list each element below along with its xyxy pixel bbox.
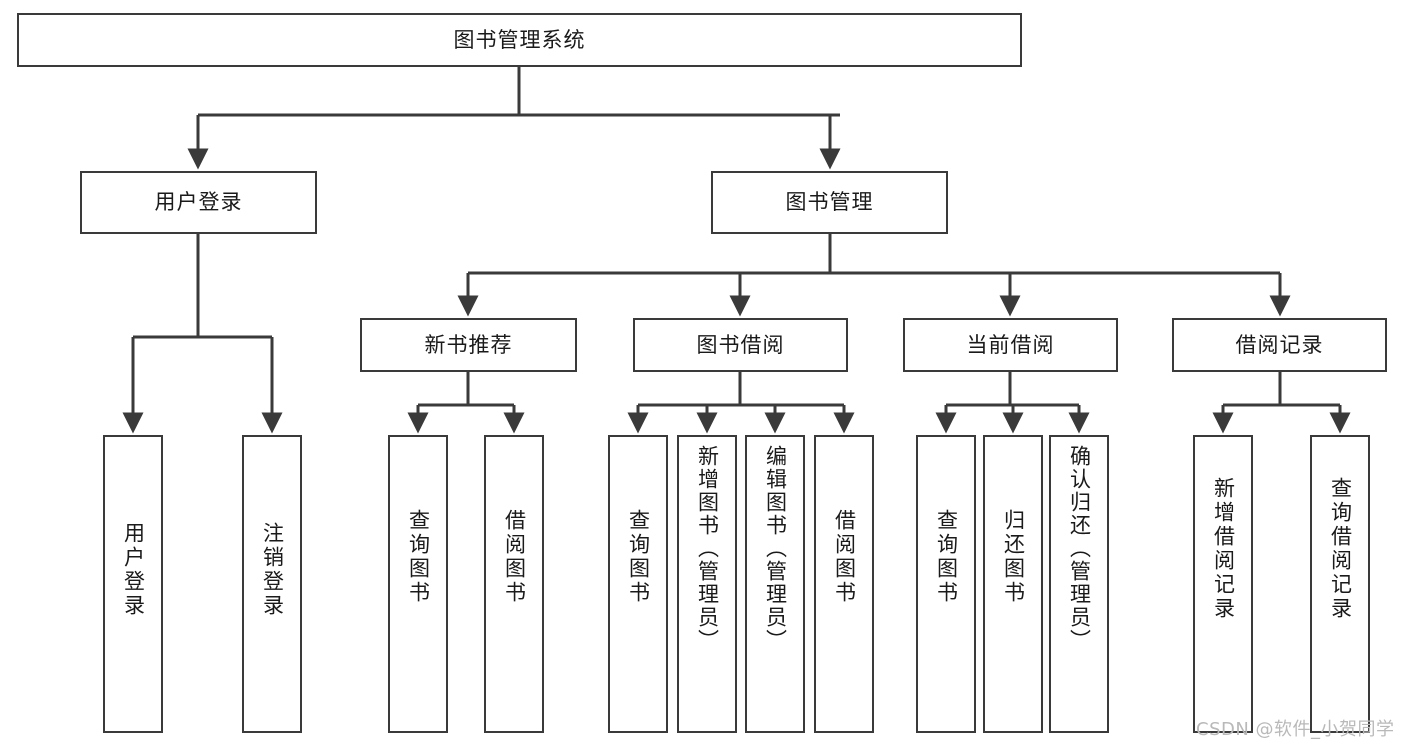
node-leaf-user-login[interactable]: 用户登录 xyxy=(103,435,163,733)
node-leaf-confirm-return-label: 确认归还（管理员） xyxy=(1067,445,1092,652)
node-leaf-return-book[interactable]: 归还图书 xyxy=(983,435,1043,733)
node-book-borrow-label: 图书借阅 xyxy=(696,332,785,357)
node-leaf-query-book-1-label: 查询图书 xyxy=(406,509,431,605)
node-user-login-label: 用户登录 xyxy=(154,190,243,215)
node-leaf-query-book-1[interactable]: 查询图书 xyxy=(388,435,448,733)
node-leaf-borrow-book-2[interactable]: 借阅图书 xyxy=(814,435,874,733)
node-new-book-recommend[interactable]: 新书推荐 xyxy=(360,318,577,372)
node-book-manage-label: 图书管理 xyxy=(785,190,874,215)
node-leaf-return-book-label: 归还图书 xyxy=(1001,509,1026,605)
node-current-borrow[interactable]: 当前借阅 xyxy=(903,318,1118,372)
node-leaf-borrow-book-1[interactable]: 借阅图书 xyxy=(484,435,544,733)
node-leaf-confirm-return[interactable]: 确认归还（管理员） xyxy=(1049,435,1109,733)
node-leaf-query-book-3-label: 查询图书 xyxy=(934,509,959,605)
node-leaf-user-login-label: 用户登录 xyxy=(121,522,146,618)
node-leaf-add-book-label: 新增图书（管理员） xyxy=(695,445,720,652)
node-leaf-query-record[interactable]: 查询借阅记录 xyxy=(1310,435,1370,733)
csdn-watermark: CSDN @软件_小贺同学 xyxy=(1196,719,1395,740)
node-root-label: 图书管理系统 xyxy=(453,27,586,52)
node-leaf-borrow-book-1-label: 借阅图书 xyxy=(502,509,527,605)
node-leaf-logout[interactable]: 注销登录 xyxy=(242,435,302,733)
node-leaf-add-record-label: 新增借阅记录 xyxy=(1211,477,1236,621)
node-leaf-query-book-2-label: 查询图书 xyxy=(626,509,651,605)
node-borrow-record[interactable]: 借阅记录 xyxy=(1172,318,1387,372)
node-leaf-add-book[interactable]: 新增图书（管理员） xyxy=(677,435,737,733)
node-borrow-record-label: 借阅记录 xyxy=(1235,332,1324,357)
node-leaf-query-book-3[interactable]: 查询图书 xyxy=(916,435,976,733)
node-leaf-logout-label: 注销登录 xyxy=(260,522,285,618)
node-leaf-add-record[interactable]: 新增借阅记录 xyxy=(1193,435,1253,733)
node-book-borrow[interactable]: 图书借阅 xyxy=(633,318,848,372)
node-current-borrow-label: 当前借阅 xyxy=(966,332,1055,357)
node-leaf-query-book-2[interactable]: 查询图书 xyxy=(608,435,668,733)
node-book-manage[interactable]: 图书管理 xyxy=(711,171,948,234)
node-leaf-query-record-label: 查询借阅记录 xyxy=(1328,477,1353,621)
node-root[interactable]: 图书管理系统 xyxy=(17,13,1022,67)
node-leaf-edit-book-label: 编辑图书（管理员） xyxy=(763,445,788,652)
node-leaf-edit-book[interactable]: 编辑图书（管理员） xyxy=(745,435,805,733)
node-leaf-borrow-book-2-label: 借阅图书 xyxy=(832,509,857,605)
node-user-login[interactable]: 用户登录 xyxy=(80,171,317,234)
node-new-book-recommend-label: 新书推荐 xyxy=(424,332,513,357)
